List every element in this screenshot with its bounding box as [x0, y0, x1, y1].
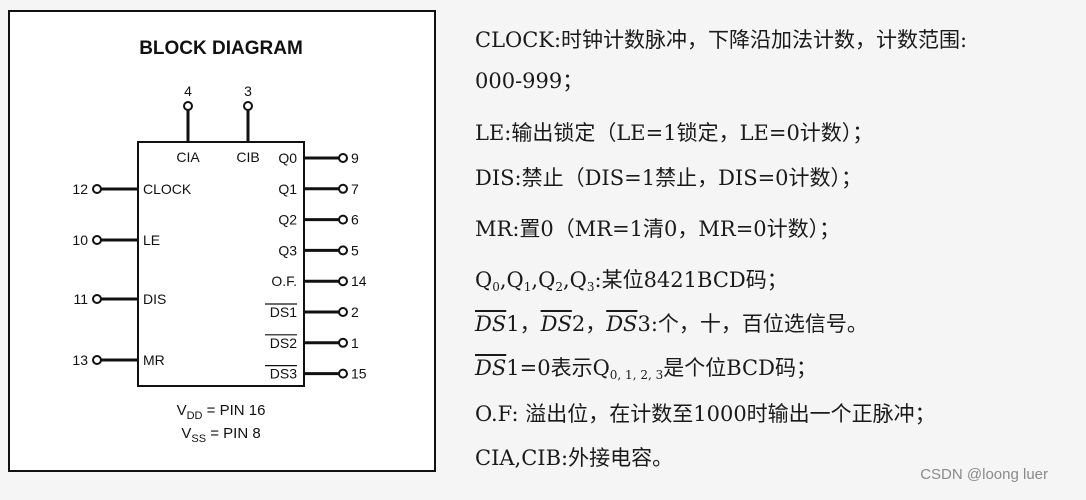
right-pin-2: DS1 2: [265, 303, 359, 320]
pin-terminal: [92, 235, 102, 245]
desc-ds1: DS1=0表示Q0, 1, 2, 3是个位BCD码；: [475, 356, 817, 382]
pin-number: 12: [72, 181, 88, 197]
pin-terminal: [338, 337, 348, 348]
pin-terminal: [243, 101, 253, 111]
pin-number: 11: [73, 291, 88, 307]
pin-number: 4: [184, 83, 192, 99]
pin-label: LE: [143, 232, 160, 248]
desc-dis: DIS:禁止（DIS=1禁止，DIS=0计数）；: [475, 166, 863, 190]
desc-mr: MR:置0（MR=1清0，MR=0计数）；: [475, 217, 841, 241]
left-pin-12: 12 CLOCK: [72, 181, 191, 197]
pin-terminal: [92, 355, 102, 365]
pin-number: 6: [351, 212, 359, 228]
vdd-label: VDD = PIN 16: [177, 402, 266, 422]
pin-label: Q2: [278, 212, 297, 228]
left-pin-13: 13 MR: [72, 352, 164, 368]
ic-body: [137, 141, 305, 387]
pin-number: 7: [351, 181, 359, 197]
pin-label: CLOCK: [143, 181, 192, 197]
left-pin-11: 11 DIS: [73, 291, 166, 307]
desc-ds: DS1，DS2，DS3:个，十，百位选信号。: [475, 312, 868, 336]
pin-label: CIB: [236, 149, 259, 165]
pin-label: Q1: [278, 181, 297, 197]
left-pin-10: 10 LE: [72, 232, 160, 248]
desc-cia: CIA,CIB:外接电容。: [475, 446, 674, 470]
right-pin-9: Q0 9: [278, 150, 359, 166]
desc-of: O.F: 溢出位，在计数至1000时输出一个正脉冲；: [475, 402, 936, 426]
pin-label: Q0: [278, 150, 297, 166]
pin-label: DS1: [270, 304, 297, 320]
right-pin-5: Q3 5: [278, 242, 359, 258]
pin-number: 14: [351, 273, 367, 289]
pin-number: 2: [351, 304, 359, 320]
right-pin-1: DS2 1: [265, 334, 359, 351]
pin-terminal: [338, 307, 348, 317]
pin-label: DS3: [270, 366, 297, 382]
desc-le: LE:输出锁定（LE=1锁定，LE=0计数）；: [475, 121, 874, 145]
pin-number: 9: [351, 150, 359, 166]
pin-label: DIS: [143, 291, 166, 307]
vss-label: VSS = PIN 8: [181, 425, 260, 445]
right-pin-7: Q1 7: [278, 181, 359, 197]
pin-terminal: [338, 368, 348, 379]
pin-number: 3: [244, 83, 252, 99]
right-pin-15: DS3 15: [265, 365, 367, 382]
pin-label: CIA: [176, 149, 200, 165]
pin-number: 15: [351, 366, 367, 382]
pin-terminal: [338, 183, 348, 194]
pin-terminal: [338, 276, 348, 287]
pin-number: 13: [72, 352, 88, 368]
pin-terminal: [338, 245, 348, 256]
pin-terminal: [338, 214, 348, 225]
diagram-title: BLOCK DIAGRAM: [139, 38, 303, 59]
pin-terminal: [92, 184, 102, 194]
pin-label: O.F.: [271, 273, 297, 289]
pin-terminal: [183, 101, 193, 111]
pin-number: 5: [351, 242, 359, 258]
left-pins: 12 CLOCK 10 LE 11 DIS 13 MR: [72, 181, 191, 368]
desc-clock-range: 000-999；: [475, 69, 584, 93]
right-pin-6: Q2 6: [278, 212, 359, 228]
right-pin-14: O.F. 14: [271, 273, 366, 289]
desc-q: Q0,Q1,Q2,Q3:某位8421BCD码；: [475, 268, 788, 294]
pin-label: Q3: [278, 242, 297, 258]
pin-terminal: [338, 153, 348, 163]
pin-label: MR: [143, 352, 165, 368]
watermark: CSDN @loong luer: [920, 466, 1048, 483]
desc-clock: CLOCK:时钟计数脉冲，下降沿加法计数，计数范围:: [475, 28, 968, 52]
pin-label: DS2: [270, 335, 297, 351]
pin-number: 10: [72, 232, 88, 248]
pin-number: 1: [351, 335, 359, 351]
pin-terminal: [92, 294, 102, 304]
